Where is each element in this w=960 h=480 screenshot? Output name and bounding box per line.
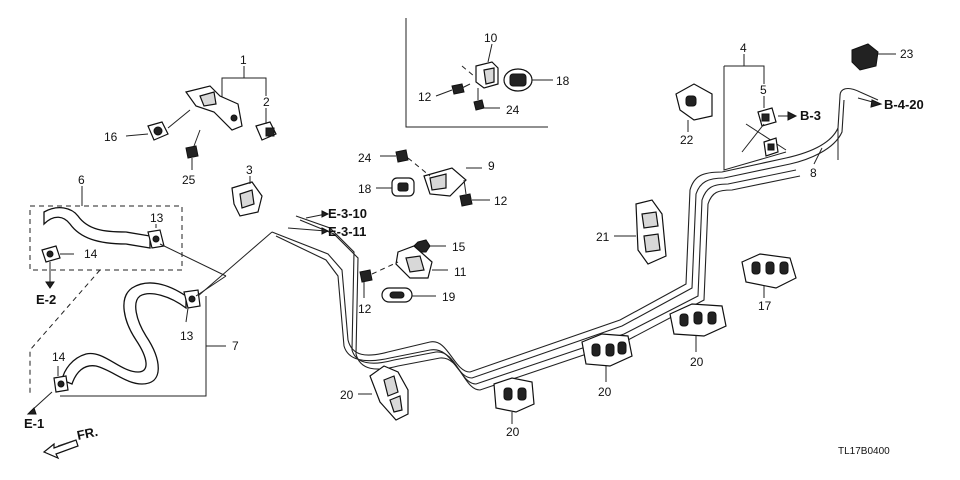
callout-2: 2: [263, 95, 270, 109]
ref-front: FR.: [76, 424, 100, 443]
callout-12-lower: 12: [358, 302, 372, 316]
callout-13-lower: 13: [180, 329, 194, 343]
callout-12-inset: 12: [418, 90, 432, 104]
part-14-clamp-lower: [26, 366, 69, 415]
callout-5: 5: [760, 83, 767, 97]
part-17-clip: [741, 253, 797, 289]
part-19-grommet: [381, 287, 436, 303]
part-1-bracket: [184, 85, 243, 131]
callout-16: 16: [104, 130, 118, 144]
part-13-clamp-lower: [183, 289, 201, 323]
callout-9: 9: [488, 159, 495, 173]
part-21-clip: [635, 199, 667, 265]
part-23-clip: [851, 43, 896, 71]
callout-21: 21: [596, 230, 610, 244]
callout-17: 17: [758, 299, 772, 313]
callout-10: 10: [484, 31, 498, 45]
ref-b420: B-4-20: [884, 97, 924, 112]
part-14-clamp-upper: [41, 245, 74, 289]
callout-19: 19: [442, 290, 456, 304]
callout-1: 1: [240, 53, 247, 67]
part-8-fitting: [763, 137, 779, 157]
fuel-pipes: [197, 87, 879, 391]
part-12-bolt-lower: [359, 261, 399, 298]
part-11-clamp: [395, 245, 448, 279]
leader-1: [221, 77, 267, 100]
callout-11: 11: [454, 265, 467, 279]
callout-20-b: 20: [506, 425, 520, 439]
part-10-clip: [475, 43, 499, 89]
callout-20-a: 20: [340, 388, 354, 402]
callout-22: 22: [680, 133, 694, 147]
part-13-clamp-upper: [147, 224, 165, 249]
callout-14-upper: 14: [84, 247, 98, 261]
part-2-fitting: [255, 108, 277, 141]
callout-13-upper: 13: [150, 211, 164, 225]
diagram-code: TL17B0400: [838, 446, 890, 457]
callout-25: 25: [182, 173, 196, 187]
part-3-clip: [231, 176, 263, 217]
ref-b3: B-3: [800, 108, 821, 123]
callout-23: 23: [900, 47, 914, 61]
callout-18-inset: 18: [556, 74, 570, 88]
part-6-hose: [43, 206, 151, 249]
callout-24-inset: 24: [506, 103, 520, 117]
part-9-bracket: [423, 167, 482, 197]
part-16-fitting: [125, 109, 191, 141]
ref-e1: E-1: [24, 416, 44, 431]
callout-4: 4: [740, 41, 747, 55]
callout-8: 8: [810, 166, 817, 180]
part-20-clip-a: [369, 365, 409, 421]
part-12-bolt: [459, 179, 490, 207]
part-24-bolt-inset: [473, 88, 500, 111]
callout-20-c: 20: [598, 385, 612, 399]
callout-12: 12: [494, 194, 508, 208]
ref-e310: E-3-10: [328, 206, 367, 221]
callout-15: 15: [452, 240, 466, 254]
callout-3: 3: [246, 163, 253, 177]
leader-4: [723, 66, 787, 171]
part-18-grommet: [376, 177, 415, 197]
ref-e2: E-2: [36, 292, 56, 307]
part-20-clip-c: [581, 333, 633, 367]
part-5-clip: [741, 96, 787, 153]
front-direction-arrow: [42, 439, 79, 460]
ref-e311: E-3-11: [328, 224, 366, 239]
part-20-clip-d: [669, 303, 727, 337]
group-7-frame: [29, 269, 101, 396]
part-25-bolt: [185, 129, 201, 170]
callout-7: 7: [232, 339, 239, 353]
callout-20-d: 20: [690, 355, 704, 369]
part-7-hose: [61, 282, 187, 385]
callout-14-lower: 14: [52, 350, 66, 364]
part-24-bolt: [380, 149, 431, 177]
callout-18: 18: [358, 182, 372, 196]
part-18-grommet-inset: [503, 68, 553, 92]
part-12-bolt-inset: [435, 65, 475, 97]
inset-frame: [405, 18, 548, 128]
callout-6: 6: [78, 173, 85, 187]
part-22-clip: [675, 83, 713, 121]
group-6-frame: [29, 205, 183, 271]
callout-24: 24: [358, 151, 372, 165]
part-20-clip-b: [493, 377, 535, 413]
